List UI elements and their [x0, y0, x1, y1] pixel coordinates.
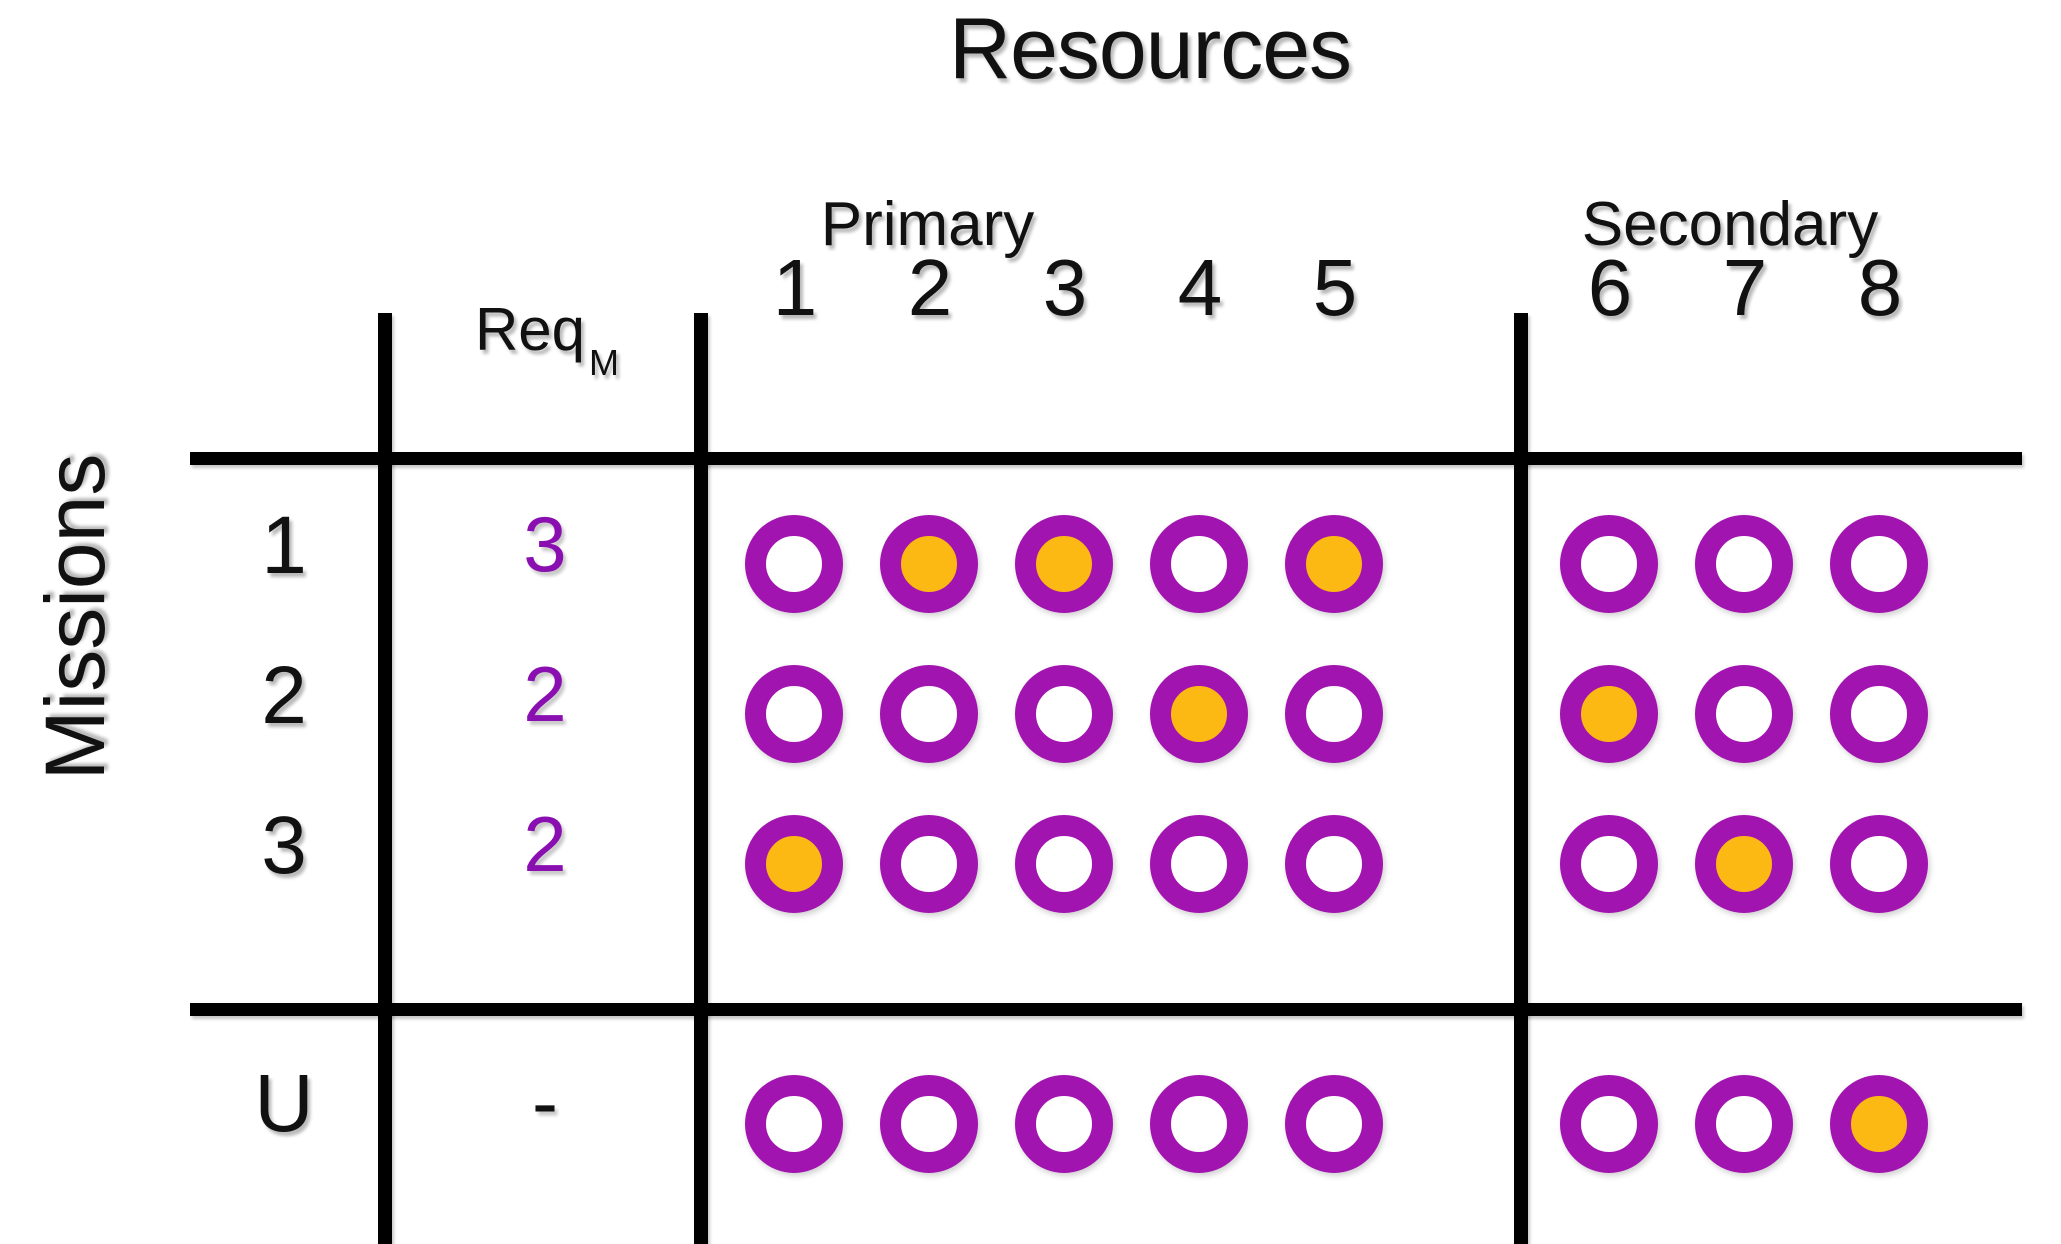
- req-header-text: Req: [474, 296, 586, 363]
- column-header-1: 1: [772, 243, 818, 332]
- summary-divider-rule: [190, 1003, 2022, 1016]
- assignment-cell-U-2[interactable]: [880, 1075, 978, 1173]
- column-group-header-secondary: Secondary: [1581, 190, 1879, 259]
- assignment-cell-U-3[interactable]: [1015, 1075, 1113, 1173]
- mission-row-1-label: 1: [261, 500, 307, 591]
- assignment-cell-2-1[interactable]: [745, 665, 843, 763]
- column-group-header-primary: Primary: [820, 190, 1035, 259]
- mission-row-1-req-value: 3: [523, 500, 567, 588]
- assignment-cell-3-3[interactable]: [1015, 815, 1113, 913]
- assignment-cell-1-2[interactable]: [880, 515, 978, 613]
- assignment-cell-1-7[interactable]: [1695, 515, 1793, 613]
- req-header-subscript: M: [589, 342, 620, 383]
- mission-row-3-label: 3: [261, 800, 307, 891]
- column-header-7: 7: [1722, 243, 1768, 332]
- assignment-cell-U-5[interactable]: [1285, 1075, 1383, 1173]
- column-header-4: 4: [1177, 243, 1223, 332]
- mission-row-3-req-value: 2: [523, 800, 567, 888]
- group-divider-rule: [1514, 313, 1528, 1244]
- assignment-cell-2-5[interactable]: [1285, 665, 1383, 763]
- assignment-cell-2-7[interactable]: [1695, 665, 1793, 763]
- row-label-divider-rule: [378, 313, 392, 1244]
- assignment-cell-U-8[interactable]: [1830, 1075, 1928, 1173]
- assignment-cell-1-1[interactable]: [745, 515, 843, 613]
- page-title: Resources: [948, 1, 1352, 97]
- mission-row-2-label: 2: [261, 650, 307, 741]
- summary-row-u-req-value: -: [532, 1058, 558, 1146]
- assignment-cell-U-7[interactable]: [1695, 1075, 1793, 1173]
- assignment-cell-2-8[interactable]: [1830, 665, 1928, 763]
- assignment-cell-3-8[interactable]: [1830, 815, 1928, 913]
- assignment-cell-3-1[interactable]: [745, 815, 843, 913]
- missions-axis-label: Missions: [28, 453, 122, 781]
- summary-row-u-label: U: [254, 1058, 314, 1149]
- assignment-cell-2-6[interactable]: [1560, 665, 1658, 763]
- assignment-cell-1-6[interactable]: [1560, 515, 1658, 613]
- assignment-cell-U-6[interactable]: [1560, 1075, 1658, 1173]
- column-header-8: 8: [1857, 243, 1903, 332]
- assignment-cell-3-5[interactable]: [1285, 815, 1383, 913]
- assignment-cell-3-6[interactable]: [1560, 815, 1658, 913]
- assignment-cell-1-5[interactable]: [1285, 515, 1383, 613]
- assignment-cell-1-3[interactable]: [1015, 515, 1113, 613]
- column-header-3: 3: [1042, 243, 1088, 332]
- assignment-cell-1-4[interactable]: [1150, 515, 1248, 613]
- assignment-cell-1-8[interactable]: [1830, 515, 1928, 613]
- req-column-divider-rule: [694, 313, 708, 1244]
- assignment-cell-3-4[interactable]: [1150, 815, 1248, 913]
- header-divider-rule: [190, 452, 2022, 465]
- column-header-6: 6: [1587, 243, 1633, 332]
- assignment-cell-3-7[interactable]: [1695, 815, 1793, 913]
- assignment-cell-U-4[interactable]: [1150, 1075, 1248, 1173]
- mission-row-2-req-value: 2: [523, 650, 567, 738]
- column-header-5: 5: [1312, 243, 1358, 332]
- assignment-cell-U-1[interactable]: [745, 1075, 843, 1173]
- assignment-cell-2-2[interactable]: [880, 665, 978, 763]
- assignment-cell-2-3[interactable]: [1015, 665, 1113, 763]
- assignment-cell-2-4[interactable]: [1150, 665, 1248, 763]
- column-header-2: 2: [907, 243, 953, 332]
- assignment-cell-3-2[interactable]: [880, 815, 978, 913]
